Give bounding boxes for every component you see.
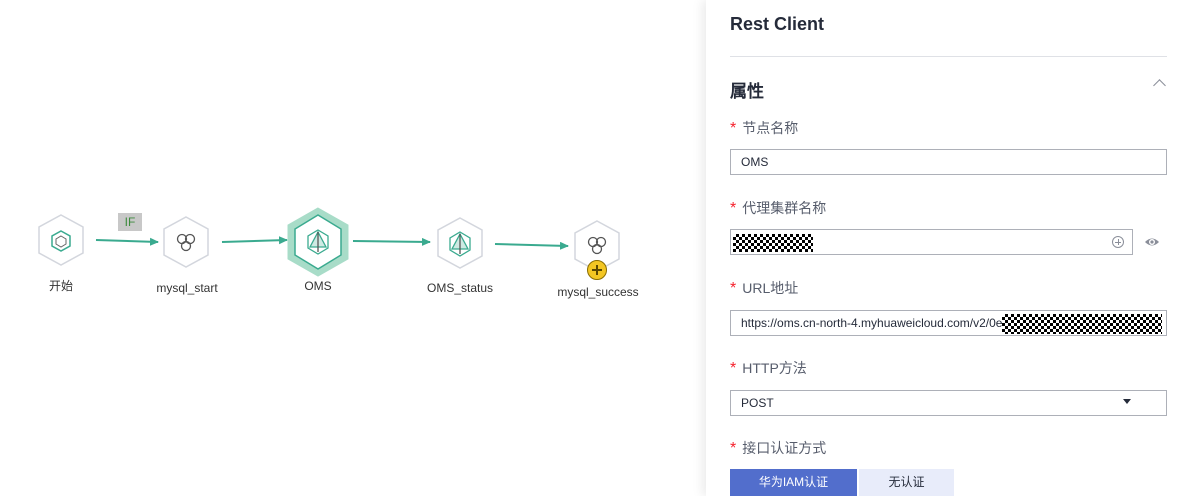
required-mark: * [730, 200, 737, 217]
field-label-node-name: *节点名称 [730, 120, 799, 137]
mysql-icon [176, 233, 196, 252]
field-label-url: *URL地址 [730, 280, 799, 297]
field-label-auth: *接口认证方式 [730, 440, 827, 457]
required-mark: * [730, 440, 737, 457]
workflow-canvas[interactable]: IF 开始 mysql_start OMS OMS_status mysql_s… [0, 0, 706, 496]
chevron-up-icon[interactable] [1153, 79, 1166, 92]
node-label-start: 开始 [48, 279, 74, 293]
mysql-icon [587, 236, 607, 255]
field-label-http-method: *HTTP方法 [730, 360, 807, 377]
edge-start-to-mysql-start [95, 237, 159, 246]
required-mark: * [730, 280, 737, 297]
rest-client-icon [449, 231, 471, 257]
edge-oms-status-to-mysql-success [494, 241, 569, 250]
node-label-oms-status: OMS_status [426, 281, 494, 295]
edge-oms-to-oms-status [352, 237, 431, 246]
divider [730, 56, 1167, 57]
panel-title: Rest Client [730, 14, 825, 34]
auth-option-iam[interactable]: 华为IAM认证 [730, 469, 857, 496]
required-mark: * [730, 360, 737, 377]
start-icon [51, 230, 71, 252]
if-condition-badge[interactable]: IF [118, 213, 142, 231]
http-method-select[interactable]: POST [730, 390, 1167, 416]
eye-icon[interactable] [1144, 234, 1160, 250]
node-label-mysql-success: mysql_success [557, 285, 639, 299]
dropdown-arrow-icon[interactable] [1123, 399, 1131, 404]
node-label-mysql-start: mysql_start [156, 281, 218, 295]
node-name-input[interactable]: OMS [730, 149, 1167, 175]
rest-client-icon [307, 229, 329, 255]
node-oms[interactable] [287, 207, 349, 277]
add-node-icon[interactable] [587, 260, 607, 280]
node-mysql-start[interactable] [163, 216, 209, 268]
redacted-value [733, 233, 813, 252]
url-input[interactable]: https://oms.cn-north-4.myhuaweicloud.com… [730, 310, 1167, 336]
edge-mysql-start-to-oms [221, 236, 288, 245]
add-circle-icon[interactable] [1112, 236, 1124, 248]
agent-cluster-input[interactable] [730, 229, 1133, 255]
node-start[interactable] [38, 214, 84, 266]
node-oms-status[interactable] [437, 217, 483, 269]
url-value: https://oms.cn-north-4.myhuaweicloud.com… [741, 316, 1003, 330]
workflow-graph [38, 207, 620, 277]
field-label-agent-cluster: *代理集群名称 [730, 200, 827, 217]
section-title-properties: 属性 [730, 82, 764, 101]
properties-panel: Rest Client 属性 *节点名称 OMS *代理集群名称 *URL地址 … [706, 0, 1191, 496]
redacted-value [1002, 313, 1163, 334]
auth-option-none[interactable]: 无认证 [859, 469, 954, 496]
node-label-oms: OMS [304, 279, 332, 293]
required-mark: * [730, 120, 737, 137]
